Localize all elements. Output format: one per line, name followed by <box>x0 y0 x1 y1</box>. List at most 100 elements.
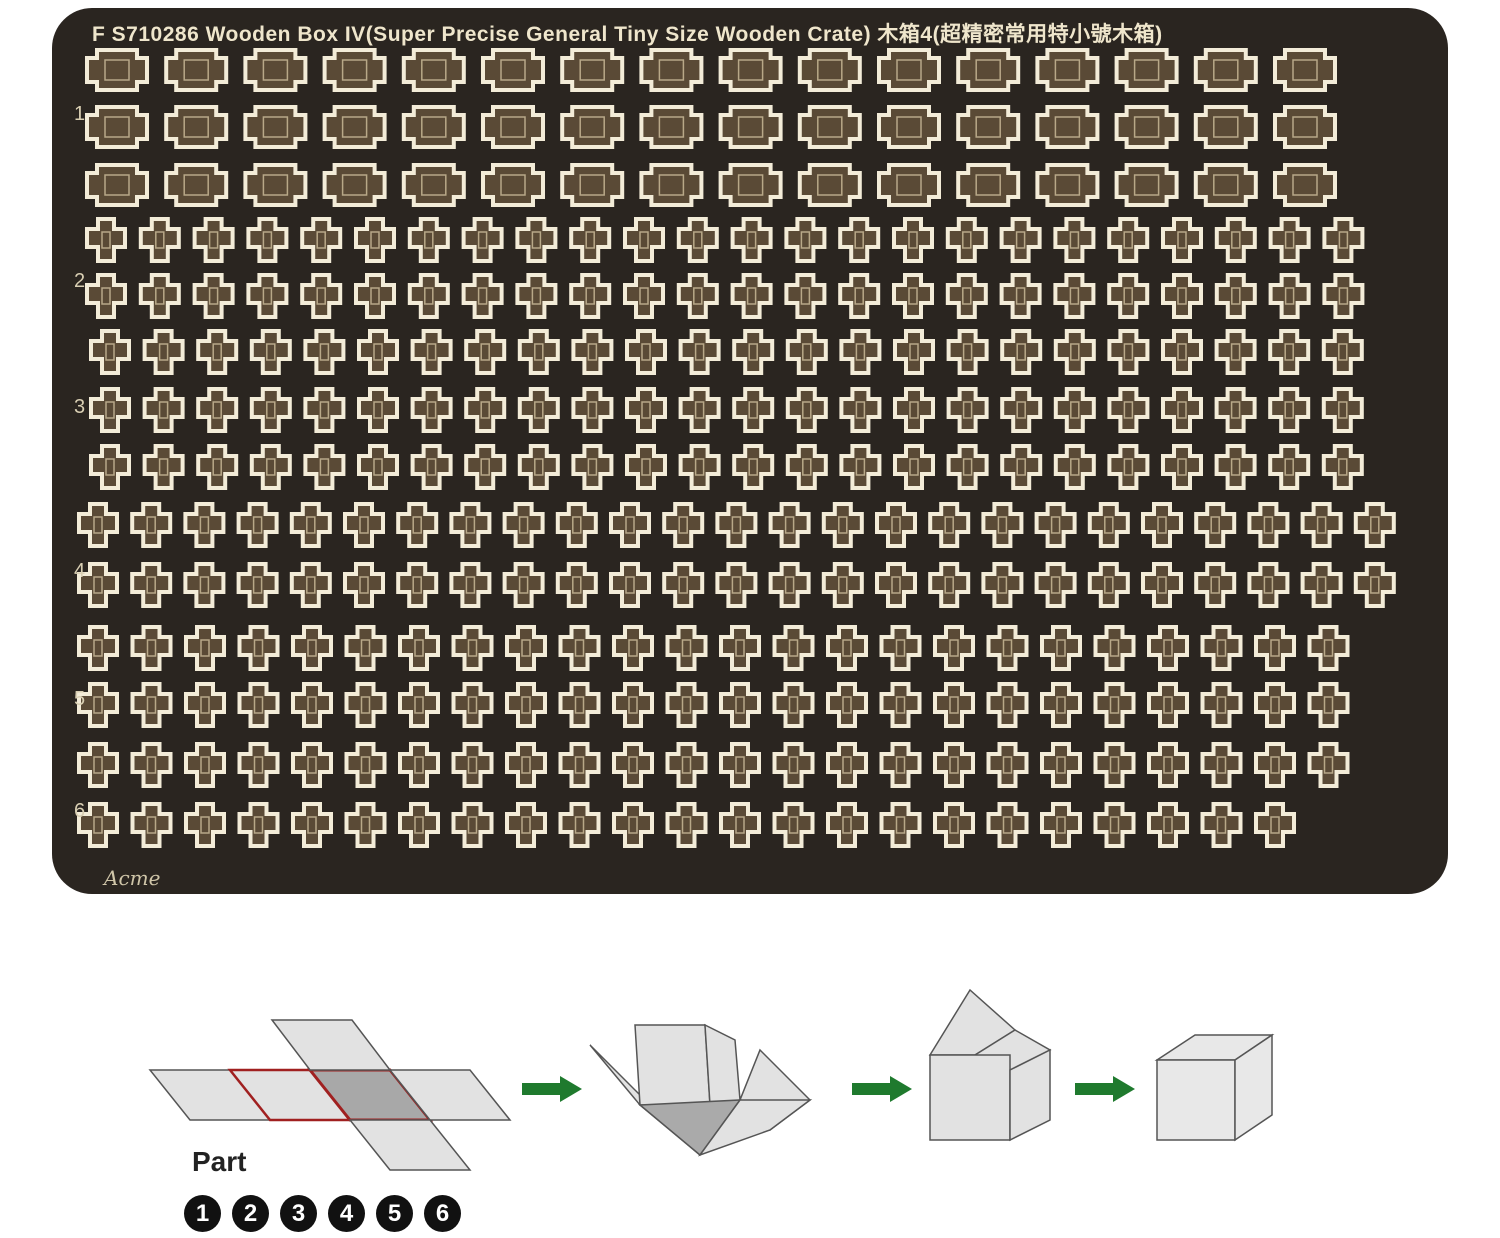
crate-part-1 <box>1273 105 1337 149</box>
crate-part-4 <box>183 502 226 548</box>
crate-part-5 <box>665 625 708 671</box>
crate-part-6 <box>184 742 226 788</box>
crate-part-5 <box>826 625 868 671</box>
crate-part-1 <box>797 105 862 149</box>
crate-part-1 <box>877 163 941 207</box>
crate-part-2 <box>1322 217 1365 263</box>
crate-part-1 <box>718 105 783 149</box>
crate-part-3 <box>732 444 775 490</box>
crate-part-4 <box>928 562 971 608</box>
part-number-badge: 5 <box>376 1195 413 1232</box>
crate-part-6 <box>130 802 173 848</box>
crate-part-1 <box>1193 48 1258 92</box>
crate-part-5 <box>1254 682 1296 728</box>
crate-part-6 <box>986 742 1029 788</box>
crate-part-2 <box>1214 217 1257 263</box>
group-label-5: 5 <box>74 688 86 710</box>
crate-part-2 <box>246 217 289 263</box>
crate-part-2 <box>515 273 558 319</box>
crate-part-2 <box>1161 217 1203 263</box>
part-number-badge: 1 <box>184 1195 221 1232</box>
crate-part-2 <box>85 217 127 263</box>
crate-part-3 <box>357 387 399 433</box>
crate-part-6 <box>1200 802 1243 848</box>
crate-part-3 <box>839 387 882 433</box>
crate-part-6 <box>1254 802 1296 848</box>
crate-part-1 <box>164 163 229 207</box>
crate-part-5 <box>237 682 280 728</box>
crate-part-3 <box>249 387 292 433</box>
crate-part-2 <box>192 273 235 319</box>
crate-part-5 <box>719 682 761 728</box>
crate-part-3 <box>785 444 828 490</box>
crate-part-2 <box>730 273 773 319</box>
crate-part-6 <box>719 742 761 788</box>
crate-part-1 <box>1035 105 1100 149</box>
crate-part-3 <box>1161 387 1203 433</box>
crate-part-6 <box>1200 742 1243 788</box>
crate-part-2 <box>407 217 450 263</box>
crate-part-5 <box>77 682 119 728</box>
crate-part-6 <box>879 802 922 848</box>
crate-part-5 <box>1040 625 1082 671</box>
crate-part-4 <box>343 562 385 608</box>
group-label-3: 3 <box>74 396 86 418</box>
crate-part-6 <box>558 742 601 788</box>
crate-part-2 <box>676 273 719 319</box>
crate-part-5 <box>130 625 173 671</box>
crate-part-3 <box>946 329 989 375</box>
crate-part-3 <box>142 444 185 490</box>
crate-part-5 <box>772 682 815 728</box>
crate-part-6 <box>772 742 815 788</box>
crate-part-2 <box>838 217 881 263</box>
part-label: Part <box>192 1146 247 1177</box>
crate-part-5 <box>291 682 333 728</box>
crate-part-4 <box>555 562 598 608</box>
crate-part-6 <box>1093 742 1136 788</box>
crate-part-4 <box>502 562 545 608</box>
crate-part-2 <box>1107 217 1150 263</box>
crate-part-2 <box>192 217 235 263</box>
crate-part-6 <box>986 802 1029 848</box>
crate-part-3 <box>1161 329 1203 375</box>
crate-part-3 <box>89 444 131 490</box>
crate-part-3 <box>785 387 828 433</box>
crate-part-1 <box>85 105 149 149</box>
crate-part-6 <box>879 742 922 788</box>
crate-part-4 <box>981 502 1024 548</box>
crate-part-4 <box>449 502 492 548</box>
crate-part-3 <box>303 387 346 433</box>
crate-part-2 <box>945 217 988 263</box>
crate-part-3 <box>410 387 453 433</box>
crate-part-3 <box>678 444 721 490</box>
crate-part-5 <box>1254 625 1296 671</box>
crate-part-5 <box>1040 682 1082 728</box>
crate-part-3 <box>142 387 185 433</box>
crate-part-1 <box>401 105 466 149</box>
crate-part-5 <box>398 625 440 671</box>
crate-part-6 <box>1040 742 1082 788</box>
crate-part-1 <box>877 48 941 92</box>
crate-part-4 <box>609 562 651 608</box>
crate-part-6 <box>612 742 654 788</box>
crate-part-5 <box>1093 625 1136 671</box>
crate-part-5 <box>612 625 654 671</box>
crate-part-4 <box>715 502 758 548</box>
crate-part-1 <box>639 163 704 207</box>
crate-part-4 <box>875 502 917 548</box>
crate-part-6 <box>1093 802 1136 848</box>
crate-part-1 <box>797 48 862 92</box>
crate-part-2 <box>1053 217 1096 263</box>
part-number-badge: 4 <box>328 1195 365 1232</box>
crate-part-6 <box>291 802 333 848</box>
crate-part-2 <box>85 273 127 319</box>
crate-part-2 <box>1161 273 1203 319</box>
crate-part-4 <box>1300 562 1343 608</box>
crate-part-3 <box>142 329 185 375</box>
crate-part-3 <box>303 329 346 375</box>
crate-part-3 <box>89 329 131 375</box>
crate-part-3 <box>678 387 721 433</box>
crate-part-1 <box>718 163 783 207</box>
crate-part-6 <box>505 802 547 848</box>
crate-part-2 <box>623 273 665 319</box>
